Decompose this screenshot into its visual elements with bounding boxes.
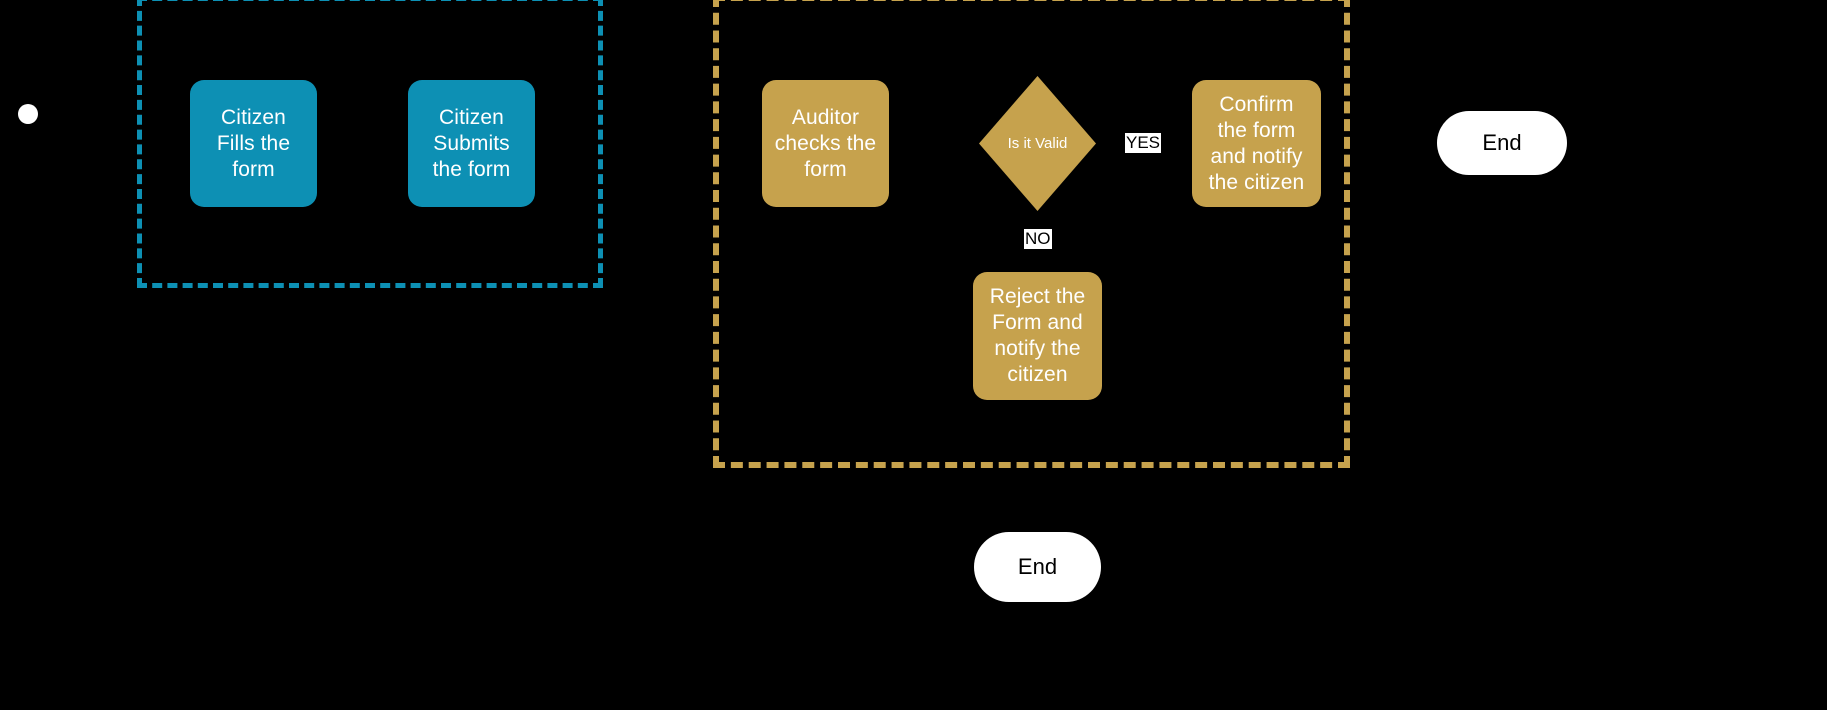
lane-auditor[interactable] [713,0,1350,468]
edge-label-yes: YES [1125,133,1162,153]
node-citizen-submits-the-form[interactable]: Citizen Submits the form [408,80,535,207]
node-label: Citizen Submits the form [432,105,511,181]
node-label: Is it Valid [1007,134,1068,152]
node-label: End [1017,554,1058,579]
node-confirm-form-notify-citizen[interactable]: Confirm the form and notify the citizen [1192,80,1321,207]
node-label: Citizen Fills the form [216,105,291,181]
start-marker-icon[interactable] [18,104,38,124]
node-citizen-fills-the-form[interactable]: Citizen Fills the form [190,80,317,207]
node-reject-form-notify-citizen[interactable]: Reject the Form and notify the citizen [973,272,1102,400]
node-end-bottom[interactable]: End [974,532,1101,602]
node-label: Reject the Form and notify the citizen [989,285,1086,386]
node-end-top[interactable]: End [1437,111,1567,175]
node-auditor-checks-the-form[interactable]: Auditor checks the form [762,80,889,207]
node-label: End [1482,130,1522,155]
node-label: Auditor checks the form [774,105,877,181]
edge-label-no: NO [1024,229,1052,249]
lane-citizen[interactable] [137,0,603,288]
node-label: Confirm the form and notify the citizen [1208,92,1305,194]
